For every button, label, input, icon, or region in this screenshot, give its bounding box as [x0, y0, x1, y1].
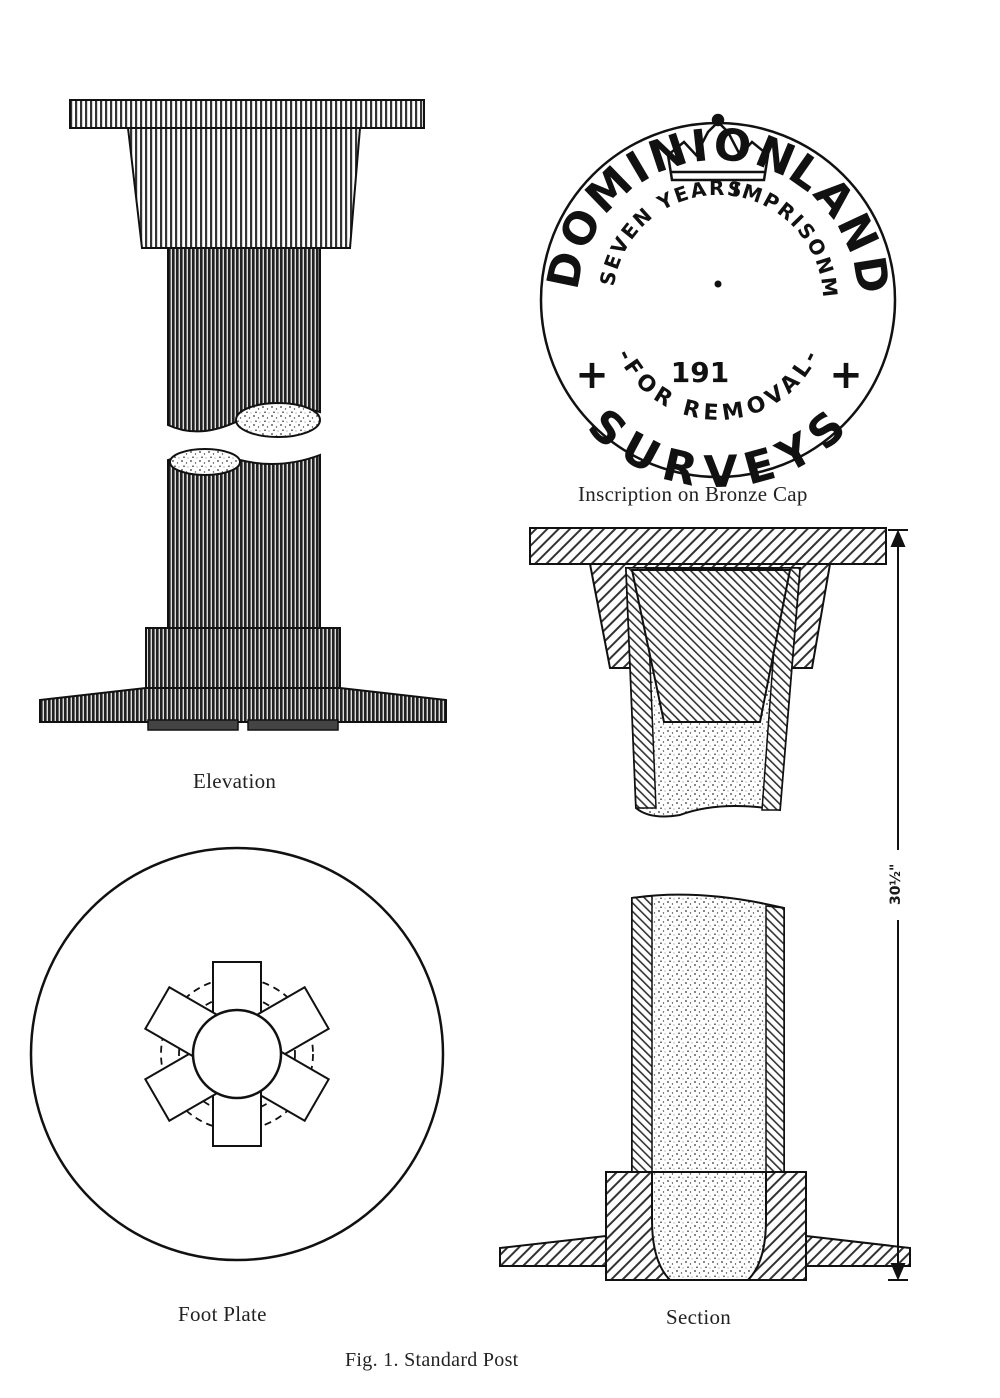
caption-section: Section: [666, 1305, 732, 1329]
elevation-lower: [39, 448, 447, 731]
caption-bronze-cap: Inscription on Bronze Cap: [578, 482, 808, 506]
elevation-upper: [69, 99, 425, 438]
dimension-line: [888, 529, 908, 1281]
caption-foot-plate: Foot Plate: [178, 1302, 267, 1326]
cap-year: 191: [671, 356, 729, 389]
crown-icon: [666, 113, 770, 182]
caption-elevation: Elevation: [193, 769, 277, 793]
foot-plate: [29, 846, 445, 1262]
section-upper: [529, 527, 887, 818]
figure-caption: Fig. 1. Standard Post: [345, 1349, 519, 1371]
cap-cross-left: +: [575, 352, 609, 398]
section-lower: [499, 893, 911, 1281]
dimension-label: 30½": [888, 863, 904, 905]
cap-center-dot: [714, 280, 722, 288]
cap-cross-right: +: [829, 352, 863, 398]
